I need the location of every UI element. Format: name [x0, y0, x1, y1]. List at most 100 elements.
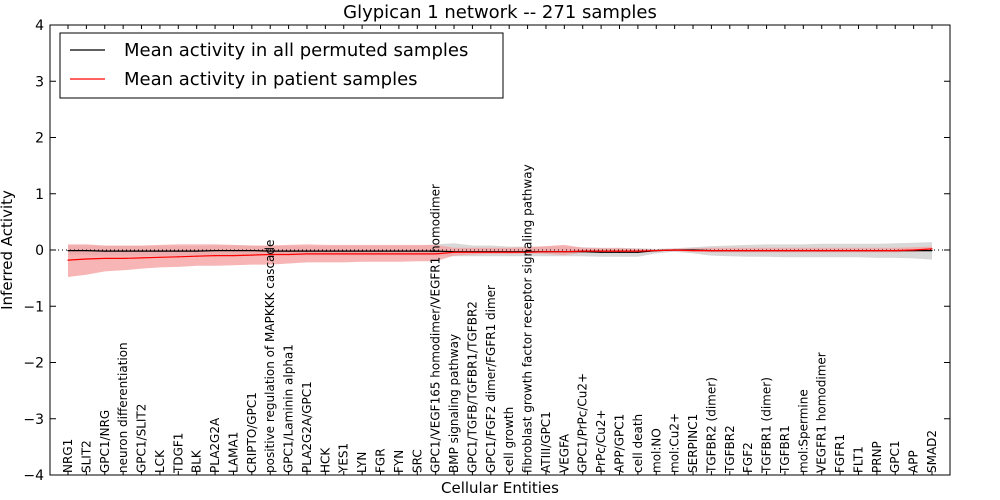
x-tick-label: BMP signaling pathway: [447, 334, 461, 473]
series-2-point: [453, 251, 455, 253]
x-tick-label: GPC1/FGF2 dimer/FGFR1 dimer: [484, 285, 498, 473]
series-2-point: [894, 249, 896, 252]
series-2-band: [68, 244, 932, 277]
series-1-point: [600, 251, 602, 253]
series-1-point: [287, 250, 290, 252]
x-tick-label: cell growth: [502, 407, 516, 473]
series-2-point: [122, 257, 124, 260]
y-tick-label: 0: [35, 243, 44, 259]
series-1-point: [232, 249, 235, 252]
series-2-point: [196, 255, 198, 257]
series-2-point: [674, 249, 676, 251]
series-2-point: [306, 253, 308, 255]
legend-label: Mean activity in patient samples: [124, 69, 418, 90]
x-tick-label: mol:Spermine: [796, 389, 810, 473]
x-tick-label: SRC: [410, 449, 424, 473]
series-2-point: [269, 253, 271, 256]
y-tick-label: −2: [23, 356, 44, 372]
x-tick-label: ATIII/GPC1: [539, 411, 553, 473]
y-tick-label: 1: [35, 187, 44, 203]
series-2-point: [287, 253, 290, 256]
series-2-point: [526, 251, 529, 253]
x-tick-label: SERPINC1: [686, 414, 700, 473]
series-1-point: [637, 251, 639, 253]
series-1-point: [159, 250, 161, 252]
series-2-point: [508, 251, 510, 253]
y-tick-label: −1: [23, 299, 44, 315]
series-2-point: [563, 251, 565, 253]
x-tick-label: PLA2G2A: [208, 417, 222, 473]
series-2-point: [416, 253, 418, 255]
series-2-line: [67, 248, 933, 261]
series-2-point: [637, 250, 639, 252]
series-2-point: [214, 255, 216, 257]
x-tick-label: TGFBR1: [778, 425, 792, 474]
series-2-point: [729, 249, 731, 252]
y-axis-label: Inferred Activity: [0, 190, 16, 310]
series-2-point: [379, 253, 382, 255]
y-tick-label: −3: [23, 412, 44, 428]
series-2-point: [655, 249, 657, 252]
series-1-point: [306, 250, 308, 252]
x-tick-label: TGFBR2 (dimer): [704, 377, 718, 474]
x-tick-label: TDGF1: [171, 433, 185, 474]
series-1-point: [435, 250, 437, 252]
series-1-point: [324, 250, 326, 252]
x-tick-label: GPC1/Laminin alpha1: [282, 344, 296, 473]
series-1-point: [361, 250, 363, 252]
x-tick-label: YES1: [337, 443, 351, 474]
x-tick-label: GPC1/VEGF165 homodimer/VEGFR1 homodimer: [429, 184, 443, 473]
x-tick-label: LCK: [153, 449, 167, 473]
series-2-point: [784, 249, 786, 252]
series-1-point: [416, 250, 418, 252]
series-2-point: [747, 249, 749, 252]
series-2-point: [839, 249, 841, 252]
series-2-point: [765, 249, 768, 252]
x-tick-label: GPC1/NRG: [98, 410, 112, 473]
chart-title: Glypican 1 network -- 271 samples: [343, 2, 657, 23]
series-2-point: [251, 254, 253, 256]
series-1-point: [618, 251, 621, 253]
series-2-point: [582, 250, 584, 252]
series-2-point: [802, 249, 804, 252]
x-tick-label: LAMA1: [226, 432, 240, 473]
series-2-point: [931, 248, 933, 250]
series-2-point: [343, 253, 345, 255]
series-2-point: [324, 253, 326, 255]
x-tick-label: GPC1/SLIT2: [135, 404, 149, 473]
series-1-point: [379, 250, 382, 252]
x-tick-label: positive regulation of MAPKKK cascade: [263, 240, 277, 473]
series-2-point: [159, 256, 161, 258]
x-tick-label: NRG1: [61, 439, 75, 473]
series-1-point: [398, 250, 400, 252]
series-1-point: [122, 250, 124, 252]
x-tick-label: FGF2: [741, 442, 755, 473]
series-2-point: [67, 259, 69, 261]
y-tick-label: −4: [23, 468, 44, 484]
x-tick-label: neuron differentiation: [116, 342, 130, 473]
x-tick-label: GPC1: [888, 440, 902, 473]
series-2-point: [490, 251, 492, 253]
x-tick-label: FYN: [392, 450, 406, 473]
series-1-point: [251, 249, 253, 252]
series-2-point: [471, 251, 474, 253]
x-tick-label: GPC1/PrPc/Cu2+: [576, 373, 590, 473]
x-tick-label: FLT1: [852, 446, 866, 473]
x-tick-label: GPC1/TGFB/TGFBR1/TGFBR2: [465, 301, 479, 473]
x-tick-label: PRNP: [870, 441, 884, 473]
x-tick-label: HCK: [318, 447, 332, 473]
series-2-point: [692, 249, 694, 252]
series-2-point: [140, 257, 143, 259]
series-2-point: [232, 255, 235, 257]
y-tick-label: 3: [35, 74, 44, 90]
x-tick-label: FGFR1: [833, 434, 847, 473]
x-tick-label: LYN: [355, 452, 369, 473]
x-tick-label: TGFBR2: [723, 425, 737, 474]
series-2-point: [104, 257, 106, 260]
series-2-point: [545, 251, 547, 253]
x-tick-label: APP: [907, 450, 921, 473]
series-1-point: [140, 250, 143, 252]
x-tick-label: TGFBR1 (dimer): [760, 377, 774, 474]
